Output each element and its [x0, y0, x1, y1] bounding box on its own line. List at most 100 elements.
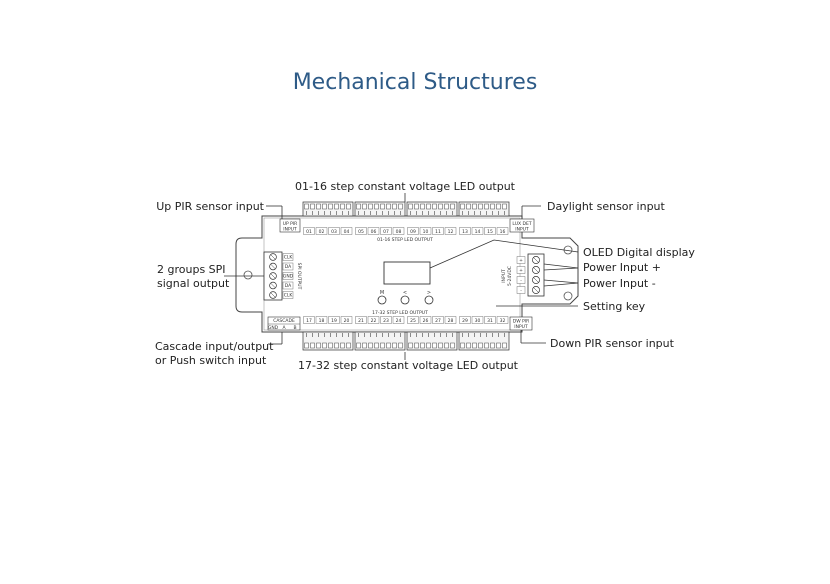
- label-spi-line1: 2 groups SPI: [157, 263, 226, 276]
- terminal-screw: [340, 203, 345, 210]
- channel-number-22: 22: [371, 318, 377, 324]
- channel-number-32: 32: [500, 318, 506, 324]
- left-mount-hole: [243, 270, 253, 280]
- terminal-screw: [322, 342, 327, 349]
- terminal-screw: [450, 203, 455, 210]
- terminal-screw: [420, 342, 425, 349]
- dw-pir-line2: INPUT: [514, 324, 528, 330]
- spi-pin-box: [282, 253, 294, 261]
- channel-number-30: 30: [475, 318, 481, 324]
- power-pin-box: [516, 256, 526, 264]
- terminal-screw: [392, 342, 397, 349]
- spi-vertical-label: SPI OUTPUT: [296, 263, 302, 290]
- power-vertical-label: INPUT: [501, 269, 507, 283]
- key-next-button[interactable]: [424, 295, 434, 305]
- channel-number-box: [444, 316, 457, 324]
- channel-number-06: 06: [371, 229, 377, 235]
- terminal-screw: [484, 203, 489, 210]
- right-mount-hole-bottom: [563, 291, 573, 301]
- power-pin-2: -: [520, 279, 522, 284]
- lux-box-line2: INPUT: [515, 227, 529, 233]
- channel-number-box: [484, 227, 496, 235]
- label-bottom-output: 17-32 step constant voltage LED output: [298, 359, 519, 372]
- page-title: Mechanical Structures: [292, 70, 538, 95]
- terminal-screw: [414, 203, 419, 210]
- channel-number-18: 18: [319, 318, 325, 324]
- bottom-terminal-strip: [302, 331, 510, 351]
- key-prev-button[interactable]: [400, 295, 410, 305]
- terminal-screw: [374, 342, 379, 349]
- channel-number-box: [444, 227, 457, 235]
- up-pir-box-line1: UP PIR: [283, 221, 298, 227]
- terminal-screw: [444, 203, 449, 210]
- channel-number-31: 31: [487, 318, 493, 324]
- terminal-screw: [374, 203, 379, 210]
- terminal-screw: [310, 342, 315, 349]
- terminal-screw: [460, 342, 465, 349]
- channel-number-17: 17: [306, 318, 312, 324]
- key-m-button[interactable]: [377, 295, 387, 305]
- terminal-screw: [408, 342, 413, 349]
- terminal-screw: [408, 203, 413, 210]
- channel-number-03: 03: [331, 229, 337, 235]
- channel-number-box: [432, 316, 444, 324]
- channel-number-box: [380, 227, 392, 235]
- spi-pin-box: [282, 272, 294, 280]
- cascade-pin-a: A: [282, 325, 286, 331]
- terminal-screw: [346, 203, 351, 210]
- terminal-screw: [472, 342, 477, 349]
- terminal-screw: [460, 203, 465, 210]
- power-pin-1: +: [519, 268, 523, 274]
- power-pin-box: [516, 266, 526, 274]
- terminal-screw: [472, 203, 477, 210]
- power-terminals: [532, 256, 540, 294]
- cascade-connector: [267, 316, 301, 331]
- terminal-screw: [304, 342, 309, 349]
- terminal-screw: [356, 342, 361, 349]
- channel-number-box: [419, 227, 432, 235]
- cascade-pin-gnd: GND: [268, 325, 279, 331]
- label-top-output: 01-16 step constant voltage LED output: [295, 180, 516, 193]
- channel-number-box: [432, 227, 444, 235]
- channel-number-20: 20: [344, 318, 350, 324]
- terminal-screw: [380, 342, 385, 349]
- channel-number-box: [496, 316, 509, 324]
- channel-number-14: 14: [475, 229, 481, 235]
- channel-number-13: 13: [462, 229, 468, 235]
- power-pin-box: [516, 276, 526, 284]
- terminal-screw: [484, 342, 489, 349]
- terminal-screw: [398, 342, 403, 349]
- terminal-screw: [310, 203, 315, 210]
- channel-number-box: [407, 227, 419, 235]
- channel-number-01: 01: [306, 229, 312, 235]
- channel-number-box: [419, 316, 432, 324]
- channel-number-29: 29: [462, 318, 468, 324]
- channel-number-box: [340, 316, 353, 324]
- terminal-screw: [386, 203, 391, 210]
- terminal-screw: [438, 342, 443, 349]
- terminal-screw: [496, 342, 501, 349]
- terminal-screw: [426, 203, 431, 210]
- up-pir-box-line2: INPUT: [283, 227, 297, 233]
- terminal-screw: [490, 203, 495, 210]
- terminal-screw: [502, 342, 507, 349]
- channel-number-23: 23: [383, 318, 389, 324]
- spi-pin-box: [282, 281, 294, 290]
- cascade-pin-b: B: [293, 325, 296, 331]
- dw-pir-line1: DW PIR: [513, 319, 530, 325]
- channel-number-box: [355, 227, 367, 235]
- channel-number-26: 26: [423, 318, 429, 324]
- label-down-pir: Down PIR sensor input: [550, 337, 675, 350]
- terminal-screw: [340, 342, 345, 349]
- channel-number-box: [367, 316, 380, 324]
- key-label-next: >: [427, 290, 431, 296]
- channel-number-box: [303, 227, 315, 235]
- channel-number-19: 19: [331, 318, 337, 324]
- bottom-step-caption: 17-32 STEP LED OUTPUT: [372, 310, 428, 316]
- channel-number-box: [471, 227, 484, 235]
- key-label-m: M: [380, 290, 384, 296]
- label-setting-key: Setting key: [583, 300, 646, 313]
- terminal-screw: [490, 342, 495, 349]
